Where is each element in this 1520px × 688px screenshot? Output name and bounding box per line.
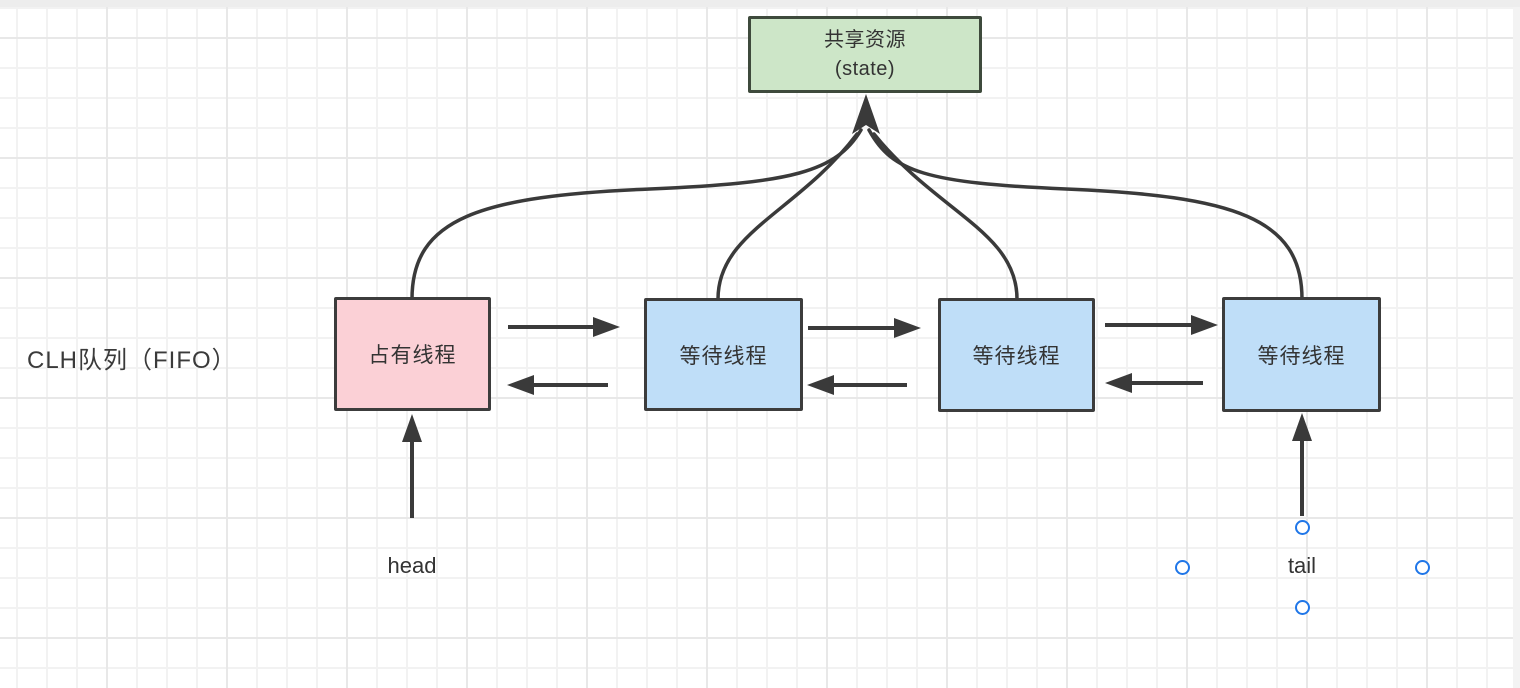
head-pointer-label[interactable]: head	[387, 553, 437, 578]
selection-handle-left[interactable]	[1174, 559, 1190, 575]
arrow-head-pointer[interactable]	[402, 414, 422, 518]
node-label: 等待线程	[679, 344, 768, 368]
edge-owner-to-shared[interactable]	[410, 128, 863, 301]
selection-handle-top[interactable]	[1294, 520, 1310, 535]
node-shared-resource[interactable]: 共享资源 (state)	[748, 16, 982, 93]
node-label: 占有线程	[368, 344, 457, 367]
arrow-next-1[interactable]	[508, 317, 620, 337]
shared-arrowhead-icon	[852, 94, 880, 134]
arrow-next-2[interactable]	[808, 318, 921, 338]
edge-wait3-to-shared[interactable]	[867, 128, 1304, 301]
edge-wait1-to-shared[interactable]	[716, 132, 859, 301]
node-waiting-thread-1[interactable]: 等待线程	[644, 298, 803, 411]
arrow-prev-2[interactable]	[807, 375, 907, 395]
arrow-next-3[interactable]	[1105, 315, 1218, 335]
node-owner-thread[interactable]: 占有线程	[334, 297, 491, 411]
right-edge-gutter	[1513, 7, 1520, 688]
shared-resource-label-line2: (state)	[834, 57, 896, 80]
arrow-prev-3[interactable]	[1105, 373, 1203, 393]
node-label: 等待线程	[972, 345, 1061, 368]
node-waiting-thread-2[interactable]: 等待线程	[938, 298, 1095, 412]
arrow-prev-1[interactable]	[507, 375, 608, 395]
arrow-tail-pointer[interactable]	[1292, 413, 1312, 516]
node-label: 等待线程	[1257, 344, 1346, 368]
selection-handle-right[interactable]	[1414, 559, 1430, 575]
selection-handle-bottom[interactable]	[1294, 599, 1310, 615]
node-waiting-thread-3[interactable]: 等待线程	[1222, 297, 1381, 412]
tail-pointer-label[interactable]: tail	[1287, 553, 1317, 578]
shared-resource-label-line1: 共享资源	[824, 28, 906, 51]
top-strip	[0, 0, 1520, 7]
queue-title-label[interactable]: CLH队列（FIFO）	[27, 347, 237, 374]
